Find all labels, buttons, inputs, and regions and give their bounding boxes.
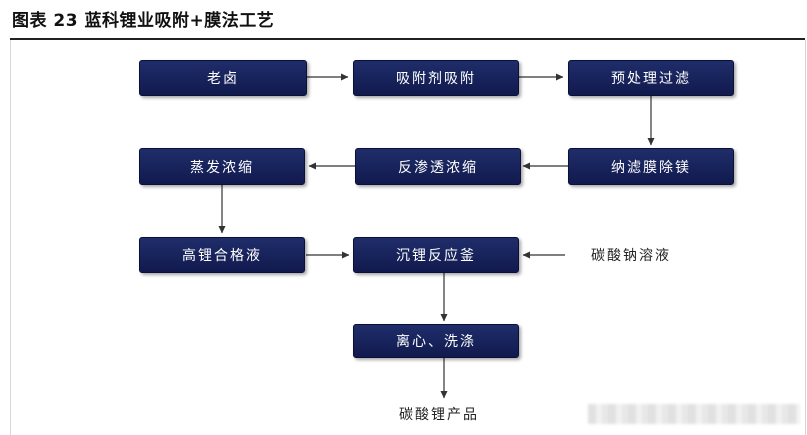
node-centrifuge-wash: 离心、洗涤 <box>353 324 519 358</box>
node-evaporation: 蒸发浓缩 <box>139 148 305 185</box>
node-pretreatment: 预处理过滤 <box>568 60 734 96</box>
node-precipitation-reactor: 沉锂反应釜 <box>353 237 519 273</box>
figure-title: 图表 23 蓝科锂业吸附+膜法工艺 <box>12 11 275 31</box>
node-brine: 老卤 <box>139 60 307 96</box>
node-adsorbent: 吸附剂吸附 <box>353 60 519 96</box>
label-sodium-carbonate: 碳酸钠溶液 <box>591 248 671 264</box>
node-reverse-osmosis: 反渗透浓缩 <box>355 148 521 185</box>
label-lithium-carbonate-product: 碳酸锂产品 <box>399 407 479 423</box>
node-high-lithium-liquid: 高锂合格液 <box>139 237 305 273</box>
frame-border-right <box>805 40 806 435</box>
frame-border-left <box>10 40 11 435</box>
node-nanofilter: 纳滤膜除镁 <box>568 148 734 185</box>
blurred-watermark <box>588 404 800 424</box>
title-divider <box>10 38 805 40</box>
